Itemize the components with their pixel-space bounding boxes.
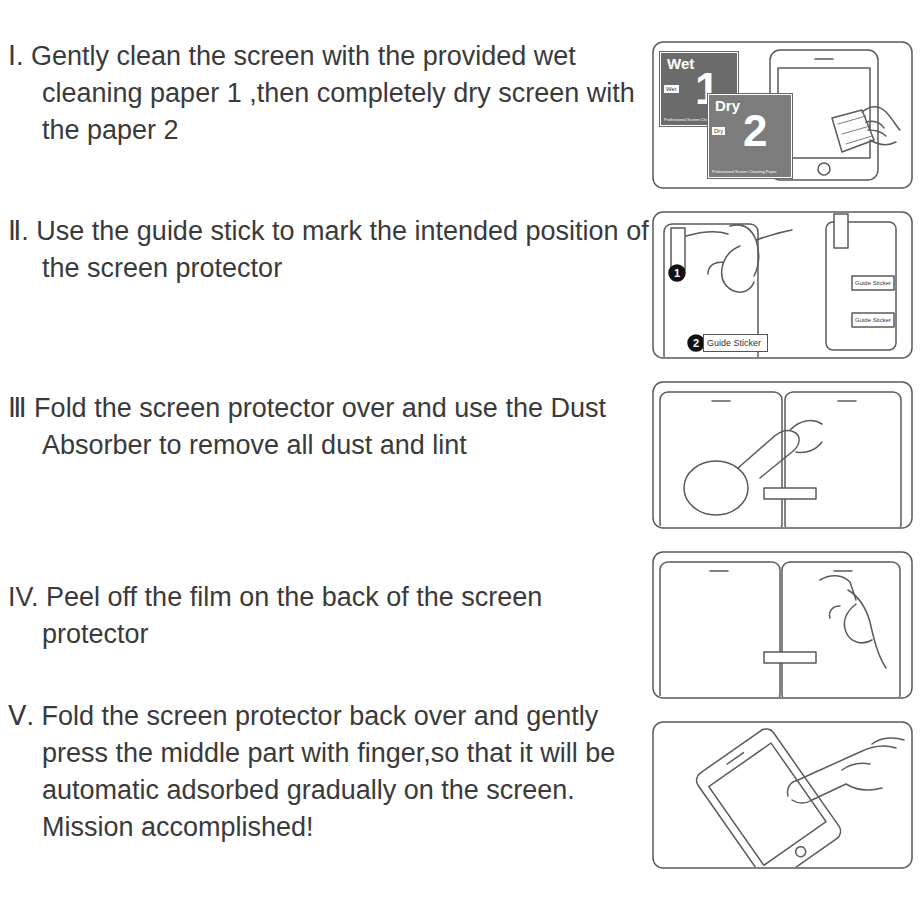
hand-with-cloth: [868, 130, 886, 136]
press-finger-drawing: [794, 845, 808, 859]
step-instruction: Ⅰ. Gently clean the screen with the prov…: [8, 38, 652, 149]
phone-drawing: [818, 163, 830, 175]
hand-with-cloth: [832, 107, 900, 152]
press-finger-drawing: [787, 746, 896, 803]
dust-absorber-drawing: [684, 461, 748, 515]
guide-sticker-drawing: [852, 313, 894, 327]
step-instruction: Ⅱ. Use the guide stick to mark the inten…: [8, 213, 652, 287]
press-finger-drawing: [872, 738, 904, 744]
peel-film-drawing: [710, 570, 728, 572]
callout-circle: [669, 265, 685, 281]
peel-film-drawing: [820, 576, 856, 600]
peel-film-drawing: [782, 562, 900, 697]
sticker-text: Guide Sticker: [704, 335, 767, 351]
guide-sticker-drawing: [852, 276, 894, 290]
dust-absorber-drawing: [790, 421, 822, 453]
peel-film-drawing: [660, 562, 900, 697]
guide-sticker-box: Guide Sticker: [703, 334, 768, 352]
packet-tag: Dry: [712, 127, 725, 135]
sticker-text: Guide Sticker: [853, 314, 893, 326]
peel-film-drawing: [829, 590, 886, 668]
dust-absorber-drawing: [764, 488, 816, 499]
panel-frame: [653, 42, 912, 868]
phone-drawing: [815, 58, 833, 60]
guide-sticker-drawing: [756, 230, 792, 240]
dust-absorber-drawing: [660, 392, 782, 527]
packet-title: Dry: [715, 98, 740, 113]
dust-absorber-drawing: [838, 400, 856, 402]
hand-with-cloth: [866, 121, 884, 128]
panel-frame: [653, 42, 912, 188]
guide-sticker-drawing: [671, 228, 685, 270]
hand-with-cloth: [832, 110, 874, 152]
packet-tag: Wet: [664, 85, 679, 93]
hand-with-cloth: [870, 140, 896, 145]
dust-absorber-drawing: [660, 392, 901, 527]
step-instruction: IV. Peel off the film on the back of the…: [8, 579, 652, 653]
callout-circle: [669, 265, 704, 351]
peel-film-drawing: [834, 570, 852, 572]
dust-absorber-drawing: [738, 430, 799, 478]
illustration: [653, 42, 912, 886]
hand-with-cloth: [862, 107, 900, 130]
packet-title: Wet: [667, 56, 694, 71]
peel-film-drawing: [660, 562, 780, 697]
peel-film-drawing: [764, 652, 816, 663]
callout-number: 2: [688, 335, 704, 351]
press-finger-drawing: [709, 743, 826, 865]
guide-sticker-drawing: [834, 214, 848, 248]
packet-number: 2: [743, 109, 767, 153]
guide-sticker-drawing: [686, 225, 759, 292]
dust-absorber-drawing: [785, 392, 901, 527]
press-finger-drawing: [693, 725, 904, 867]
sticker-text: Guide Sticker: [853, 277, 893, 289]
step-instruction: Ⅴ. Fold the screen protector back over a…: [8, 698, 652, 846]
dust-absorber-drawing: [712, 400, 730, 402]
callout-circle: [688, 335, 704, 351]
hand-with-cloth: [838, 116, 872, 144]
press-finger-drawing: [727, 753, 743, 764]
step-instruction: Ⅲ Fold the screen protector over and use…: [8, 390, 652, 464]
packet-footer: Professional Screen Cleaning Paper: [712, 170, 776, 174]
guide-sticker-drawing: [664, 214, 896, 357]
callout-number: 1: [669, 265, 685, 281]
cleaning-packet: DryDry2Professional Screen Cleaning Pape…: [708, 94, 792, 178]
